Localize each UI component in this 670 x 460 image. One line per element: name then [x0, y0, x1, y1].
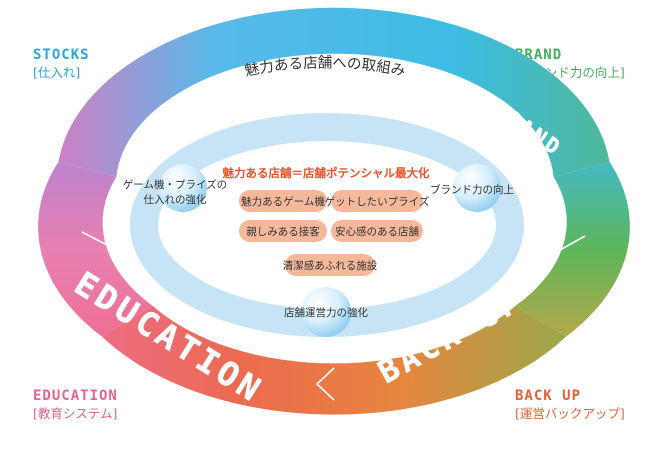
node-operations-label: 店舗運営力の強化	[284, 306, 368, 319]
bubble-stocks	[159, 164, 207, 212]
pill-4-label: 安心感のある店舗	[335, 225, 419, 238]
ring-segment-brand-backup	[515, 161, 630, 337]
pill-1	[239, 190, 327, 212]
pill-2-label: ゲットしたいプライズ	[325, 195, 430, 208]
pill-4	[331, 220, 423, 242]
bubble-operations	[301, 287, 351, 337]
legend-stocks-title: STOCKS	[33, 47, 90, 63]
legend-backup-title: BACK UP	[515, 388, 582, 404]
pill-2	[331, 190, 423, 212]
node-stocks-label-1: ゲーム機・プライズの	[123, 178, 227, 191]
ring-segment-backup-education	[101, 305, 567, 415]
legend-stocks-subtitle: [仕入れ]	[33, 64, 81, 80]
legend-education-title: EDUCATION	[33, 388, 118, 404]
ring-segment-education-stocks	[38, 161, 153, 337]
ring-segment-stocks-brand	[58, 7, 610, 177]
node-stocks-label-2: 仕入れの強化	[144, 193, 207, 206]
bubble-brand	[453, 164, 501, 212]
legend-education-subtitle: [教育システム]	[33, 405, 118, 421]
pill-1-label: 魅力あるゲーム機	[241, 195, 325, 208]
legend-stocks: STOCKS [仕入れ]	[33, 47, 90, 80]
legend-education: EDUCATION [教育システム]	[33, 388, 118, 421]
ring-chevrons	[81, 59, 586, 401]
legend-backup: BACK UP [運営バックアップ]	[515, 388, 625, 421]
pill-3-label: 親しみある接客	[246, 225, 320, 238]
node-brand-label: ブランド力の向上	[430, 183, 514, 196]
legend-backup-subtitle: [運営バックアップ]	[515, 405, 625, 421]
pill-3	[239, 220, 327, 242]
center-headline: 魅力ある店舗＝店舗ポテンシャル最大化	[223, 166, 430, 180]
pill-5-label: 清潔感あふれる施設	[283, 259, 378, 272]
pill-5	[285, 254, 375, 276]
